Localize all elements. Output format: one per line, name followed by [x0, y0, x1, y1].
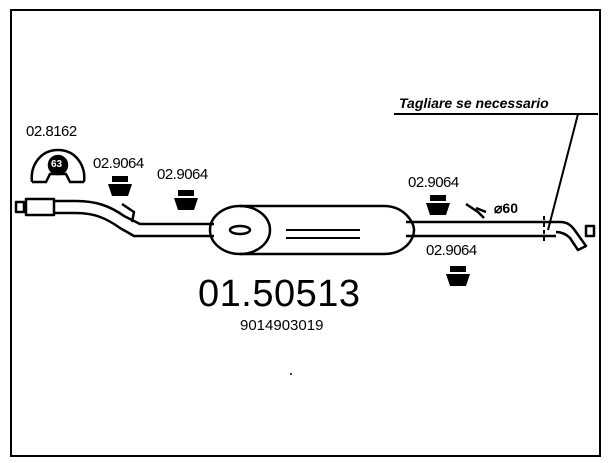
- part-label-hanger-3: 02.9064: [408, 174, 459, 191]
- clamp-icon: [30, 148, 86, 184]
- cut-note: Tagliare se necessario: [399, 95, 549, 111]
- part-label-hanger-4: 02.9064: [426, 242, 477, 259]
- oem-part-code: 9014903019: [240, 317, 324, 334]
- diameter-label: ⌀60: [494, 200, 519, 216]
- hanger-icon-1: [108, 176, 132, 196]
- exhaust-pipe: [14, 197, 596, 256]
- hanger-icon-3: [426, 195, 450, 215]
- hanger-icon-4: [446, 266, 470, 286]
- diagram-border: [10, 9, 601, 457]
- cut-mark: [394, 113, 598, 244]
- main-part-code: 01.50513: [198, 273, 361, 315]
- dot-mark: [290, 373, 292, 375]
- part-label-clamp: 02.8162: [26, 123, 77, 140]
- hanger-icon-2: [174, 190, 198, 210]
- part-label-hanger-1: 02.9064: [93, 155, 144, 172]
- clamp-badge: 63: [51, 159, 63, 170]
- part-label-hanger-2: 02.9064: [157, 166, 208, 183]
